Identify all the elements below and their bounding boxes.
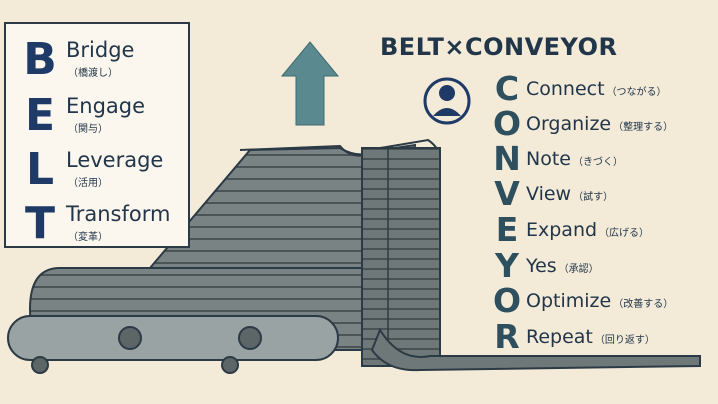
- conveyor-row-v: V View（試す）: [490, 174, 716, 213]
- belt-row-e: E Engage （関与）: [6, 88, 192, 144]
- belt-letter: L: [25, 144, 55, 195]
- belt-letter: T: [24, 198, 55, 249]
- conveyor-sub: （回り返す）: [594, 335, 655, 346]
- belt-sub: （橋渡し）: [68, 68, 118, 79]
- conveyor-row-n: N Note（きづく）: [490, 139, 716, 178]
- conveyor-word-text: Organize: [526, 113, 612, 135]
- conveyor-word-text: Expand: [526, 219, 598, 241]
- conveyor-letter: O: [492, 281, 522, 320]
- user-avatar-icon: [423, 77, 471, 125]
- conveyor-row-o: O Organize（整理する）: [490, 104, 716, 143]
- conveyor-word: Connect（つながる）: [526, 77, 667, 105]
- conveyor-word-text: Connect: [526, 78, 605, 100]
- belt-letter: B: [23, 34, 57, 85]
- belt-word: Bridge: [66, 38, 135, 62]
- belt-sub: （活用）: [68, 178, 108, 189]
- conveyor-row-o2: O Optimize（改善する）: [490, 281, 716, 320]
- conveyor-letter: Y: [495, 246, 519, 285]
- conveyor-word-text: Optimize: [526, 290, 612, 312]
- conveyor-letter: N: [493, 139, 521, 178]
- conveyor-word: Optimize（改善する）: [526, 289, 673, 317]
- conveyor-row-c: C Connect（つながる）: [490, 69, 716, 108]
- belt-row-l: L Leverage （活用）: [6, 142, 192, 198]
- belt-letter: E: [24, 90, 56, 141]
- belt-sub: （変革）: [68, 232, 108, 243]
- conveyor-row-r: R Repeat（回り返す）: [490, 317, 716, 356]
- conveyor-word-text: Repeat: [526, 326, 593, 348]
- conveyor-word: Repeat（回り返す）: [526, 325, 655, 353]
- conveyor-sub: （承認）: [558, 264, 599, 275]
- conveyor-word-text: View: [526, 183, 572, 205]
- conveyor-letter: E: [495, 210, 519, 249]
- conveyor-word-text: Yes: [526, 255, 557, 277]
- belt-panel: B Bridge （橋渡し） E Engage （関与） L Leverage …: [4, 22, 190, 248]
- belt-row-b: B Bridge （橋渡し）: [6, 32, 192, 88]
- belt-sub: （関与）: [68, 124, 108, 135]
- conveyor-word: Expand（広げる）: [526, 218, 649, 246]
- base-belt: [7, 267, 381, 374]
- belt-tower: [361, 147, 441, 367]
- conveyor-word: Yes（承認）: [526, 254, 599, 282]
- conveyor-sub: （きづく）: [572, 157, 623, 168]
- conveyor-letter: V: [494, 174, 520, 213]
- conveyor-row-e: E Expand（広げる）: [490, 210, 716, 249]
- conveyor-word: View（試す）: [526, 182, 613, 210]
- conveyor-word: Note（きづく）: [526, 147, 623, 175]
- conveyor-row-y: Y Yes（承認）: [490, 246, 716, 285]
- page-title: BELT×CONVEYOR: [380, 33, 618, 61]
- belt-word: Engage: [66, 94, 146, 118]
- conveyor-word: Organize（整理する）: [526, 112, 673, 140]
- sweep-belt: [370, 327, 701, 372]
- conveyor-letter: O: [492, 104, 522, 143]
- belt-word: Transform: [66, 202, 171, 226]
- belt-row-t: T Transform （変革）: [6, 196, 192, 252]
- conveyor-letter: C: [494, 69, 520, 108]
- conveyor-letter: R: [494, 317, 520, 356]
- belt-word: Leverage: [66, 148, 164, 172]
- conveyor-sub: （整理する）: [613, 122, 674, 133]
- up-arrow-icon: [280, 41, 340, 126]
- conveyor-sub: （試す）: [573, 192, 614, 203]
- conveyor-sub: （つながる）: [606, 87, 667, 98]
- conveyor-sub: （広げる）: [599, 228, 650, 239]
- conveyor-word-text: Note: [526, 148, 571, 170]
- conveyor-sub: （改善する）: [613, 299, 674, 310]
